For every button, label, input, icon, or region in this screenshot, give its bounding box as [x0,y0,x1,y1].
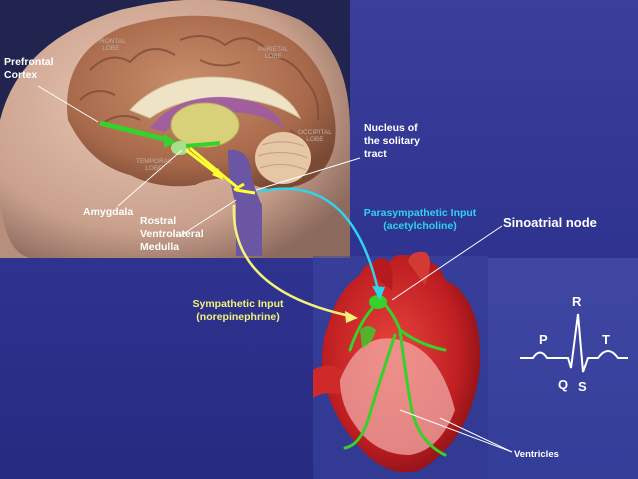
ecg-r-label: R [572,294,582,309]
brain-pathways [99,120,256,195]
parasympathetic-input-label: Parasympathetic Input (acetylcholine) [363,207,477,232]
ecg-panel [488,258,638,479]
parasympathetic-arrowhead [372,286,385,300]
parietal-lobe-label: PARIETAL LOBE [258,46,289,60]
amygdala-label: Amygdala [83,206,134,218]
prefrontal-cortex-label: Prefrontal Cortex [4,56,54,81]
sympathetic-arrowhead [345,311,358,323]
ecg-trace [520,313,628,373]
ventricles-label: Ventricles [514,449,559,460]
sympathetic-input-label: Sympathetic Input (norepinephrine) [192,298,284,323]
brain-illustration [67,15,336,256]
parasympathetic-pathway [257,187,380,291]
sympathetic-pathway [232,204,351,318]
occipital-lobe-label: OCCIPITAL LOBE [298,129,332,143]
ecg-q-label: Q [558,377,569,392]
temporal-lobe-label: TEMPORAL LOBE [136,158,172,172]
ecg-t-label: T [602,332,610,347]
frontal-lobe-label: FRONTAL LOBE [96,38,126,52]
ecg-s-label: S [578,379,587,394]
sinoatrial-node-label: Sinoatrial node [503,215,597,230]
rvlm-label: Rostral Ventrolateral Medulla [140,215,204,253]
leader-lines [37,85,513,453]
heart-illustration [313,251,488,479]
nucleus-solitary-tract-label: Nucleus of the solitary tract [364,122,421,160]
ecg-p-label: P [539,332,548,347]
